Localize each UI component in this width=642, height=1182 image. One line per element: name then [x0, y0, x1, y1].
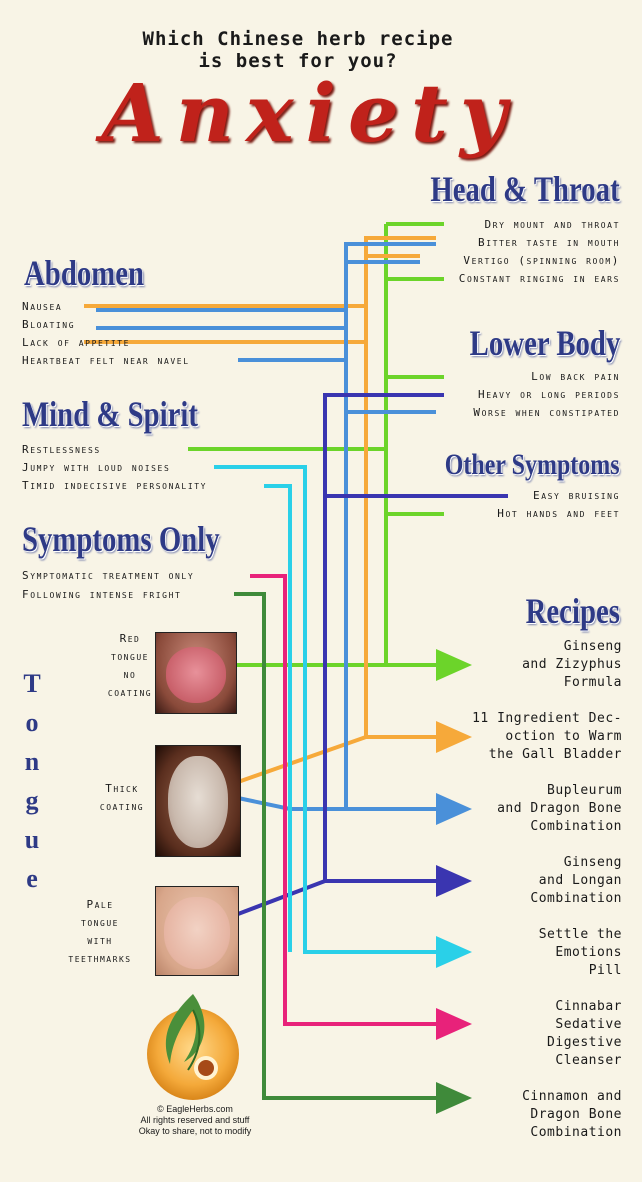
section-title-symptoms-only: Symptoms Only — [22, 519, 220, 559]
symptom-jumpy-noises: Jumpy with loud noises — [22, 461, 171, 474]
arrow-head — [436, 793, 472, 825]
symptom-dry-mouth: Dry mount and throat — [484, 218, 620, 231]
connector-line — [237, 879, 326, 916]
recipe-ginseng-longan: Ginseng and Longan Combination — [530, 855, 622, 906]
recipe-settle-emotions: Settle the Emotions Pill — [538, 927, 622, 978]
symptom-timid-personality: Timid indecisive personality — [22, 479, 208, 492]
tongue-photo-pale — [155, 886, 239, 976]
tongue-letter: o — [25, 708, 39, 737]
symptom-vertigo: Vertigo (spinning room) — [463, 254, 620, 267]
symptom-low-back-pain: Low back pain — [531, 370, 620, 383]
arrow-head — [436, 865, 472, 897]
section-title-head-throat: Head & Throat — [430, 169, 620, 209]
symptom-heavy-periods: Heavy or long periods — [478, 388, 620, 401]
copyright-line-2: All rights reserved and stuff — [140, 1115, 250, 1125]
symptom-hot-hands-feet: Hot hands and feet — [497, 507, 620, 520]
symptom-nausea: Nausea — [22, 300, 63, 313]
recipe-bupleurum-dragon: Bupleurum and Dragon Bone Combination — [497, 783, 622, 834]
connector-line — [234, 592, 440, 1100]
symptom-heartbeat-navel: Heartbeat felt near navel — [22, 354, 190, 367]
eagleherbs-logo — [147, 994, 239, 1100]
symptom-ringing-ears: Constant ringing in ears — [458, 272, 620, 285]
symptom-intense-fright: Following intense fright — [22, 588, 182, 601]
tongue-letter: e — [26, 864, 38, 893]
section-title-recipes: Recipes — [525, 591, 620, 631]
connector-line — [384, 224, 440, 667]
section-title-abdomen: Abdomen — [24, 253, 145, 293]
arrow-head — [436, 936, 472, 968]
arrow-head — [436, 649, 472, 681]
connector-line — [214, 465, 440, 954]
tongue-letter: u — [24, 825, 40, 854]
tongue-letter: n — [24, 747, 40, 776]
tongue-label-thick: Thick coating — [99, 782, 145, 813]
tongue-label-red: Red tongue no coating — [107, 632, 153, 699]
section-title-mind-spirit: Mind & Spirit — [22, 394, 199, 434]
condition-title: Anxiety — [101, 66, 519, 160]
tongue-letter: g — [25, 786, 39, 815]
symptom-lack-appetite: Lack of appetite — [22, 336, 131, 349]
tongue-label-pale: Pale tongue with teethmarks — [68, 898, 132, 965]
arrow-head — [436, 1082, 472, 1114]
symptom-restlessness: Restlessness — [22, 443, 101, 456]
recipe-cinnabar-sedative: Cinnabar Sedative Digestive Cleanser — [547, 999, 622, 1068]
connector-line — [250, 574, 440, 1026]
section-title-other: Other Symptoms — [445, 448, 620, 481]
symptom-bloating: Bloating — [22, 318, 76, 331]
arrow-head — [436, 721, 472, 753]
tongue-letter: T — [23, 669, 41, 698]
tongue-photo-thick — [155, 745, 241, 857]
symptom-easy-bruising: Easy bruising — [532, 489, 620, 502]
connector-line — [364, 236, 440, 739]
recipe-ginseng-zizyphus: Ginseng and Zizyphus Formula — [522, 639, 622, 690]
tongue-title: T o n g u e — [20, 664, 44, 898]
header-line-1: Which Chinese herb recipe — [142, 28, 454, 50]
connector-line — [323, 393, 444, 883]
header-line-2: is best for you? — [198, 50, 398, 72]
copyright: © EagleHerbs.com All rights reserved and… — [120, 1104, 270, 1137]
symptom-bitter-taste: Bitter taste in mouth — [478, 236, 620, 249]
recipe-11-ingredient: 11 Ingredient Dec- oction to Warm the Ga… — [472, 711, 622, 762]
connector-line — [264, 484, 292, 952]
symptom-symptomatic-only: Symptomatic treatment only — [22, 569, 195, 582]
copyright-line-3: Okay to share, not to modify — [138, 1126, 252, 1136]
recipe-cinnamon-dragon: Cinnamon and Dragon Bone Combination — [522, 1089, 622, 1140]
tongue-photo-red — [155, 632, 237, 714]
arrow-head — [436, 1008, 472, 1040]
section-title-lower-body: Lower Body — [469, 323, 620, 363]
copyright-line-1: © EagleHerbs.com — [157, 1104, 233, 1114]
connector-line — [344, 242, 440, 811]
symptom-worse-constipated: Worse when constipated — [473, 406, 620, 419]
